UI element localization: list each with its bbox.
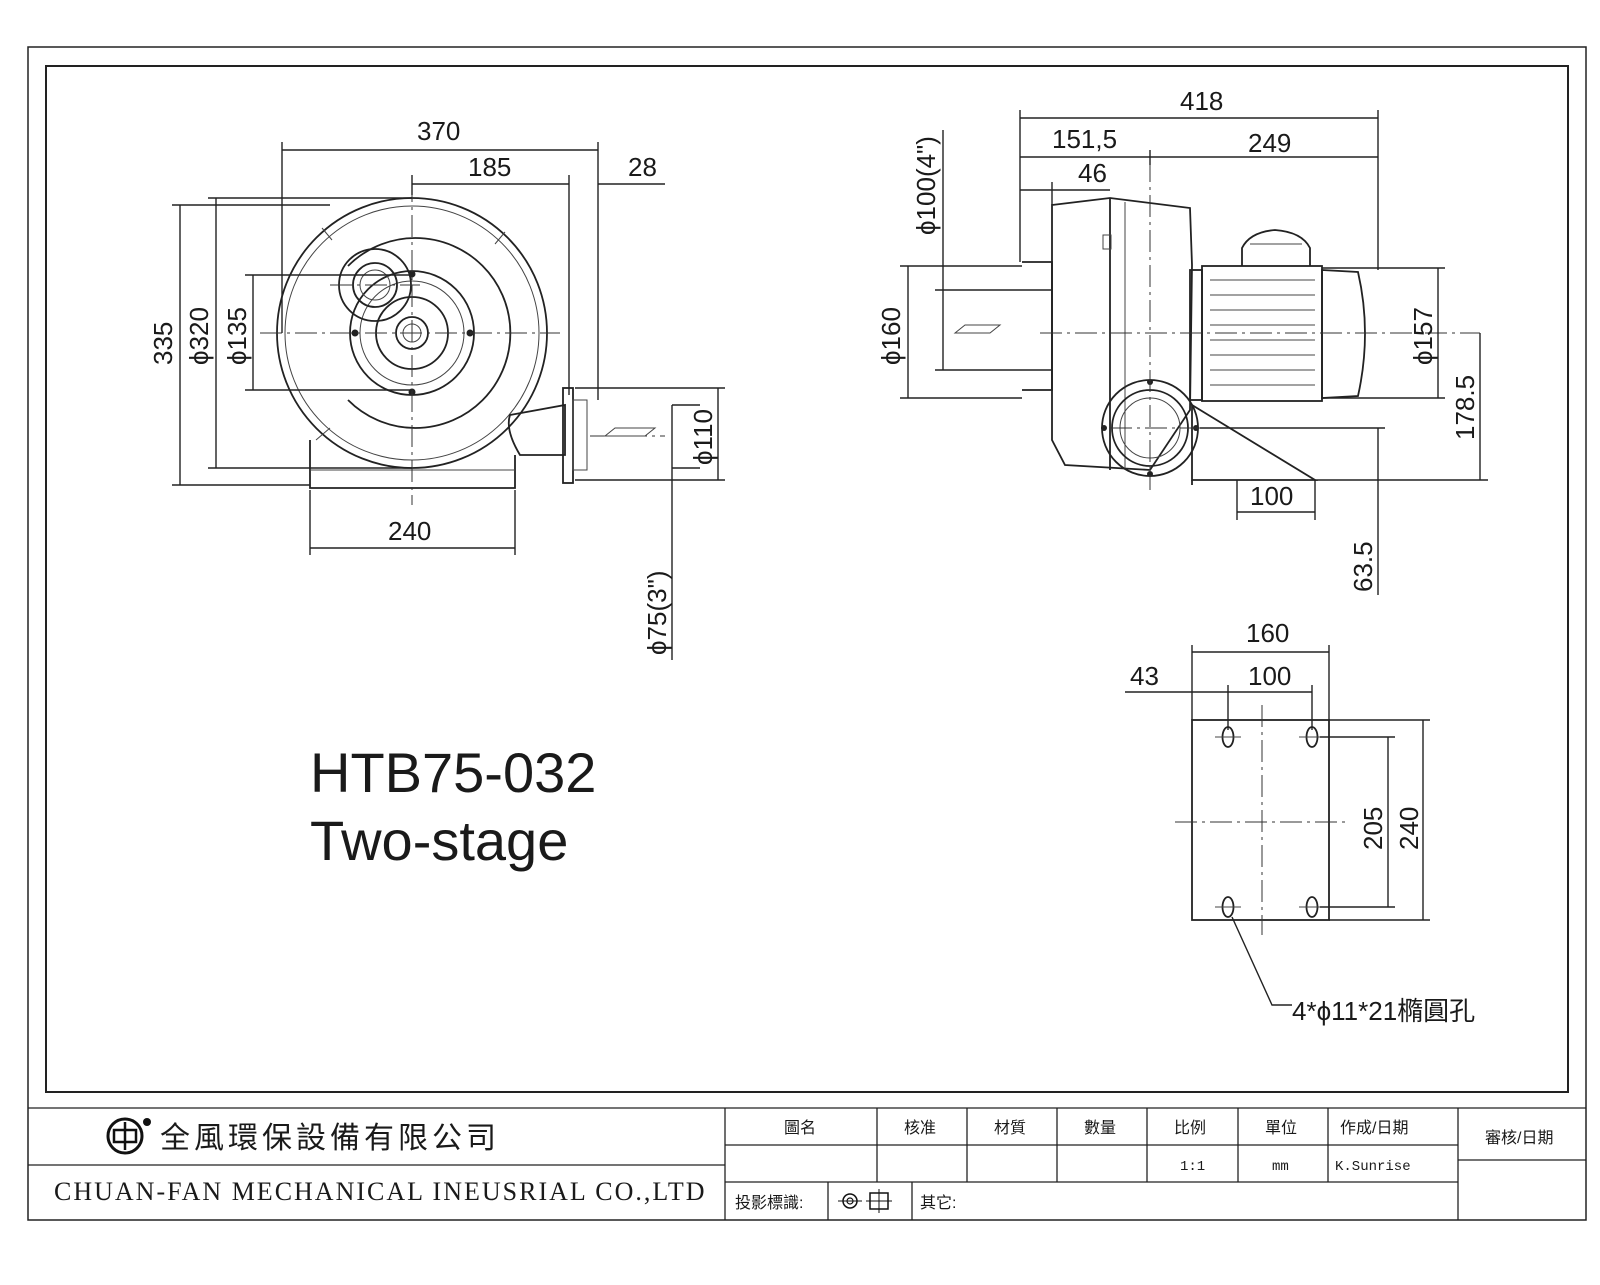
header-drawing-name: 圖名 xyxy=(784,1119,816,1137)
dim-phi135: ϕ135 xyxy=(222,307,252,365)
dim-249: 249 xyxy=(1248,128,1291,158)
base-plate-view: 160 43 100 205 240 4*ϕ11*21橢圓孔 xyxy=(1125,618,1475,1026)
dim-100-side: 100 xyxy=(1250,481,1293,511)
dim-43: 43 xyxy=(1130,661,1159,691)
dim-phi160: ϕ160 xyxy=(876,307,906,365)
header-material: 材質 xyxy=(994,1119,1026,1137)
dim-205: 205 xyxy=(1358,807,1388,850)
dim-phi75: ϕ75(3") xyxy=(642,571,672,656)
model-number: HTB75-032 xyxy=(310,741,596,804)
dim-46: 46 xyxy=(1078,158,1107,188)
outer-border xyxy=(27,46,1587,1221)
side-view: 418 151,5 249 46 ϕ100(4") ϕ160 ϕ157 178.… xyxy=(876,86,1488,595)
dim-151-5: 151,5 xyxy=(1052,124,1117,154)
dim-100-base: 100 xyxy=(1248,661,1291,691)
projection-label: 投影標識: xyxy=(735,1194,803,1212)
dim-240-base: 240 xyxy=(1394,807,1424,850)
header-author-date: 作成/日期 xyxy=(1340,1119,1408,1137)
dim-160-base: 160 xyxy=(1246,618,1289,648)
dim-178-5: 178.5 xyxy=(1450,375,1480,440)
company-name-cn: 全風環保設備有限公司 xyxy=(160,1121,500,1156)
dim-370: 370 xyxy=(417,116,460,146)
holes-note: 4*ϕ11*21橢圓孔 xyxy=(1292,996,1475,1026)
header-unit: 單位 xyxy=(1265,1119,1297,1137)
inner-border xyxy=(45,65,1569,1093)
front-view: 370 185 28 335 ϕ320 ϕ135 ϕ110 240 ϕ75(3"… xyxy=(148,116,725,660)
header-scale: 比例 xyxy=(1174,1119,1206,1137)
projection-symbol-icon xyxy=(838,1189,892,1213)
dim-phi157: ϕ157 xyxy=(1408,307,1438,365)
dim-phi320: ϕ320 xyxy=(184,307,214,365)
dim-335: 335 xyxy=(148,322,178,365)
value-author: K.Sunrise xyxy=(1335,1159,1411,1175)
dim-phi100: ϕ100(4") xyxy=(911,136,941,235)
other-label: 其它: xyxy=(920,1194,956,1212)
dim-63-5: 63.5 xyxy=(1348,541,1378,592)
dim-phi110: ϕ110 xyxy=(688,409,718,465)
dim-185: 185 xyxy=(468,152,511,182)
value-scale: 1:1 xyxy=(1180,1159,1205,1175)
company-name-en: CHUAN-FAN MECHANICAL INEUSRIAL CO.,LTD xyxy=(54,1177,707,1206)
dim-28: 28 xyxy=(628,152,657,182)
header-approval: 核准 xyxy=(904,1119,936,1137)
company-logo-icon xyxy=(106,1117,151,1155)
value-unit: mm xyxy=(1272,1159,1289,1175)
header-review-date: 審核/日期 xyxy=(1485,1129,1553,1147)
title-block: 全風環保設備有限公司 CHUAN-FAN MECHANICAL INEUSRIA… xyxy=(28,1107,1586,1220)
model-subtitle: Two-stage xyxy=(310,809,568,872)
header-quantity: 數量 xyxy=(1084,1119,1116,1137)
dim-418: 418 xyxy=(1180,86,1223,116)
dim-240-front: 240 xyxy=(388,516,431,546)
